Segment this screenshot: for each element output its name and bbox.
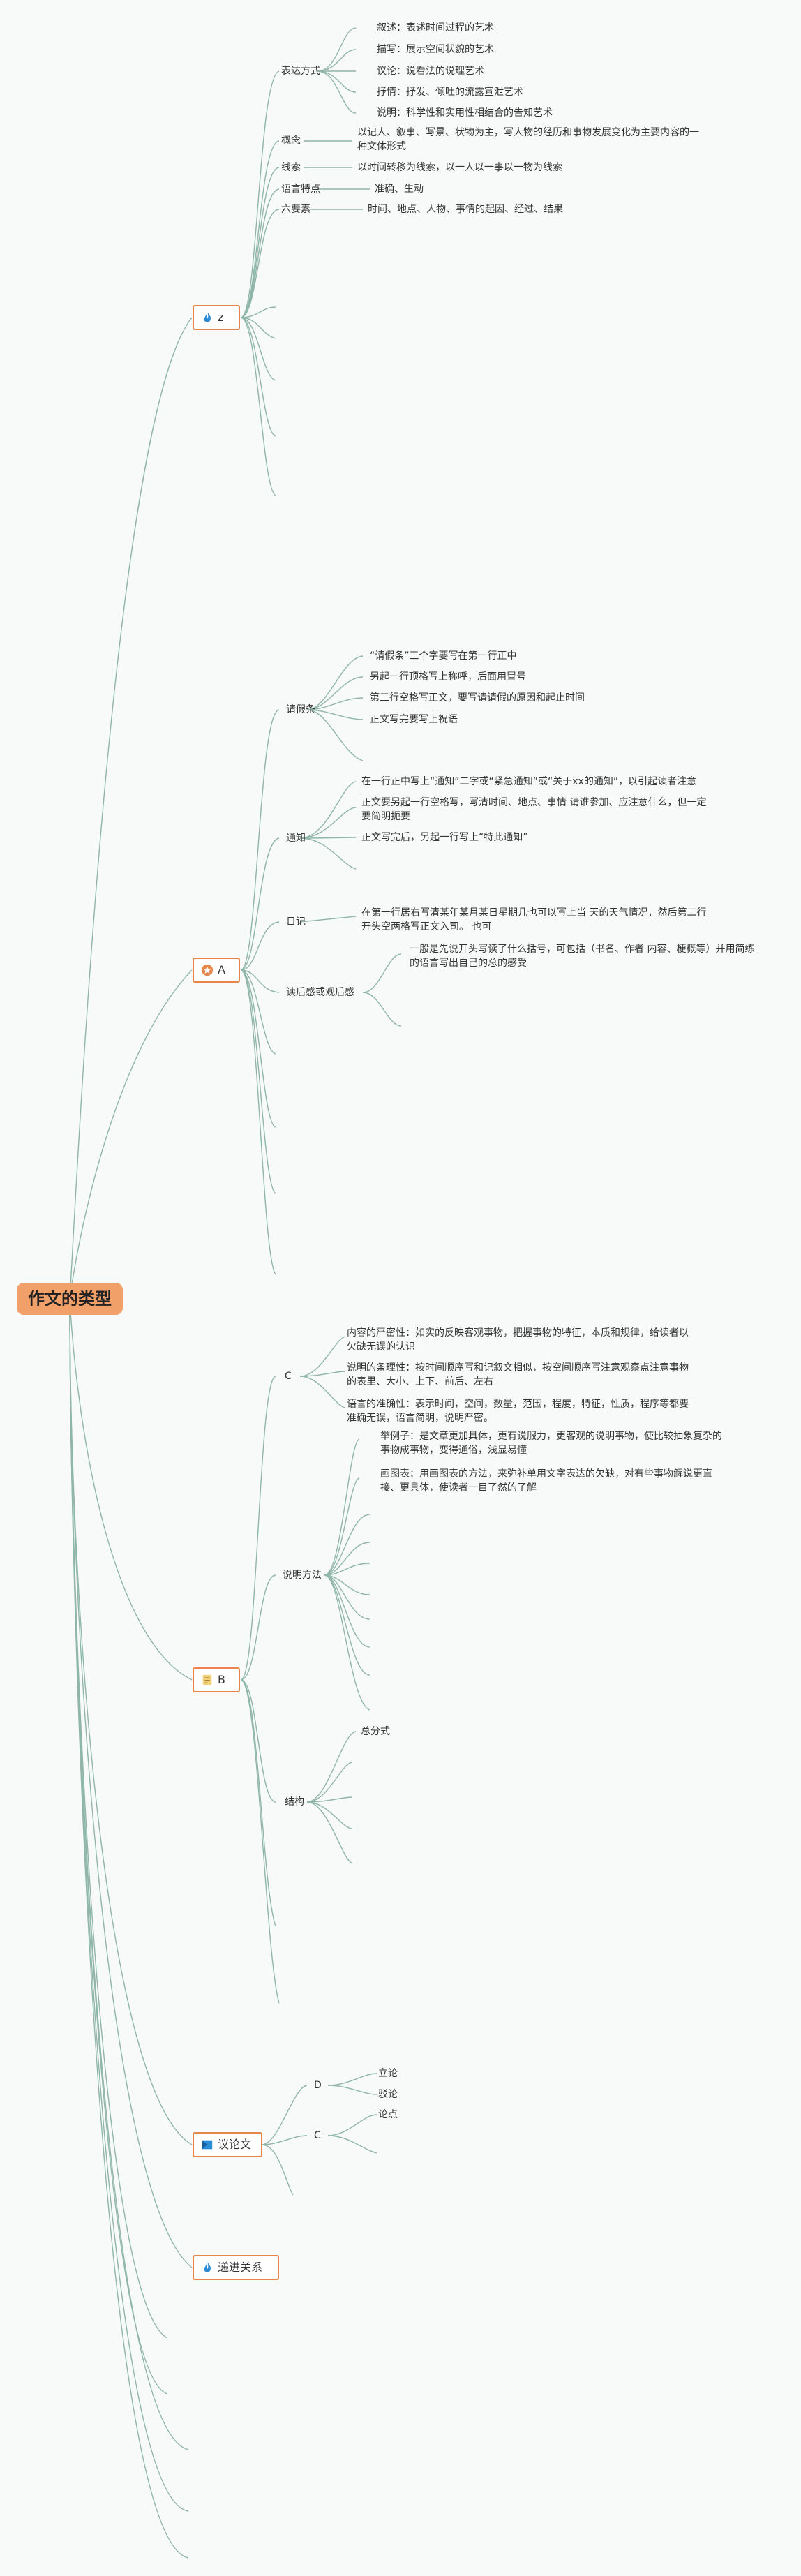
node-argument-label: 议论文: [218, 2138, 252, 2151]
structure-item[interactable]: 总分式: [361, 1726, 390, 1737]
expr-item[interactable]: 描写：展示空间状貌的艺术: [377, 44, 494, 55]
node-argument[interactable]: 议论文: [193, 2132, 262, 2157]
node-progressive[interactable]: 递进关系: [193, 2255, 279, 2280]
c-item[interactable]: 内容的严密性：如实的反映客观事物，把握事物的特征，本质和规律，给读者以欠缺无误的…: [347, 1327, 689, 1353]
star-icon: [201, 964, 214, 976]
fire-icon: [204, 2261, 211, 2272]
clue-node[interactable]: 线索: [281, 162, 301, 173]
expr-node[interactable]: 表达方式: [281, 66, 320, 77]
argument-d-item[interactable]: 立论: [378, 2068, 398, 2079]
six-elements-text[interactable]: 时间、地点、人物、事情的起因、经过、结果: [368, 204, 563, 215]
lang-node[interactable]: 语言特点: [281, 184, 320, 195]
diary-text[interactable]: 在第一行居右写清某年某月某日星期几也可以写上当 天的天气情况，然后第二行开头空两…: [361, 907, 707, 932]
method-node[interactable]: 说明方法: [283, 1570, 322, 1581]
argument-c-node[interactable]: C: [314, 2130, 321, 2141]
notice-item[interactable]: 正文要另起一行空格写，写清时间、地点、事情 请谁参加、应注意什么，但一定要简明扼…: [361, 797, 707, 822]
method-item[interactable]: 画图表：用画图表的方法，来弥补单用文字表达的欠缺，对有些事物解说更直接、更具体，…: [380, 1468, 712, 1494]
expr-item[interactable]: 叙述：表述时间过程的艺术: [377, 22, 494, 33]
leave-note-item[interactable]: “请假条”三个字要写在第一行正中: [370, 650, 517, 662]
root-node[interactable]: 作文的类型: [17, 1283, 123, 1315]
lang-text[interactable]: 准确、生动: [375, 184, 424, 195]
argument-c-item[interactable]: 论点: [378, 2109, 398, 2120]
node-z[interactable]: z: [193, 305, 240, 330]
argument-d-item[interactable]: 驳论: [378, 2089, 398, 2100]
method-item[interactable]: 举例子：是文章更加具体，更有说服力，更客观的说明事物，使比较抽象复杂的事物成事物…: [380, 1431, 722, 1456]
notice-item[interactable]: 正文写完后，另起一行写上“特此通知”: [361, 832, 528, 843]
node-progressive-label: 递进关系: [218, 2261, 263, 2274]
expr-item[interactable]: 抒情：抒发、倾吐的流露宣泄艺术: [377, 87, 523, 98]
review-text[interactable]: 一般是先说开头写读了什么括号，可包括（书名、作者 内容、梗概等）并用简练的语言写…: [410, 944, 755, 969]
c-item[interactable]: 说明的条理性：按时间顺序写和记叙文相似，按空间顺序写注意观察点注意事物的表里、大…: [347, 1362, 689, 1387]
six-elements-node[interactable]: 六要素: [281, 204, 310, 215]
concept-node[interactable]: 概念: [281, 135, 301, 147]
node-b[interactable]: B: [193, 1667, 240, 1692]
note-icon: [202, 1674, 212, 1685]
fire-icon: [204, 311, 211, 322]
flag-icon: [202, 2140, 213, 2150]
node-b-label: B: [218, 1673, 225, 1686]
leave-note-item[interactable]: 第三行空格写正文，要写请请假的原因和起止时间: [370, 692, 585, 703]
expr-item[interactable]: 议论：说看法的说理艺术: [377, 66, 484, 77]
c-node[interactable]: C: [285, 1371, 292, 1382]
leave-note-node[interactable]: 请假条: [286, 704, 315, 715]
leave-note-item[interactable]: 另起一行顶格写上称呼，后面用冒号: [370, 671, 526, 683]
node-z-label: z: [218, 311, 224, 324]
review-node[interactable]: 读后感或观后感: [286, 987, 354, 998]
argument-d-node[interactable]: D: [314, 2080, 322, 2091]
node-a[interactable]: A: [193, 958, 240, 983]
c-item[interactable]: 语言的准确性：表示时间，空间，数量，范围，程度，特征，性质，程序等都要准确无误，…: [347, 1399, 689, 1424]
clue-text[interactable]: 以时间转移为线索，以一人以一事以一物为线索: [357, 162, 562, 173]
notice-node[interactable]: 通知: [286, 833, 306, 844]
structure-node[interactable]: 结构: [285, 1796, 304, 1808]
expr-item[interactable]: 说明：科学性和实用性相结合的告知艺术: [377, 107, 553, 119]
node-a-label: A: [218, 963, 225, 976]
concept-text[interactable]: 以记人、叙事、写景、状物为主，写人物的经历和事物发展变化为主要内容的一种文体形式: [357, 127, 699, 152]
notice-item[interactable]: 在一行正中写上“通知”二字或“紧急通知”或“关于xx的通知”，以引起读者注意: [361, 776, 697, 787]
diary-node[interactable]: 日记: [286, 916, 306, 928]
leave-note-item[interactable]: 正文写完要写上祝语: [370, 714, 458, 725]
